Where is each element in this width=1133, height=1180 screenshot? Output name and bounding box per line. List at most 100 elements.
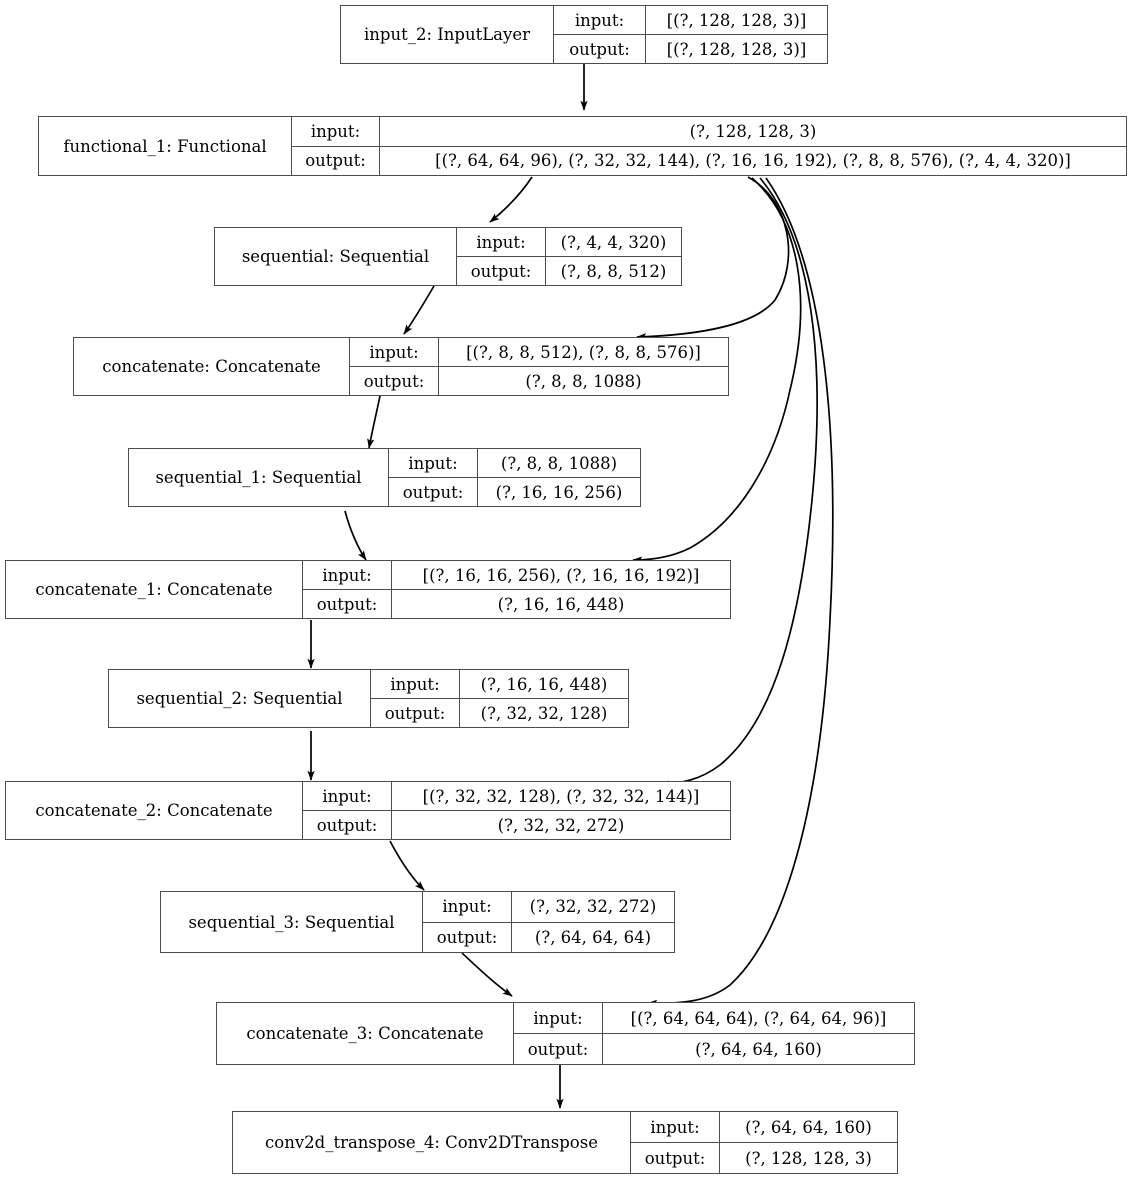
node-concatenate[interactable]: concatenate: Concatenate input: [(?, 8, … xyxy=(73,337,729,396)
node-io-block: input: (?, 32, 32, 272) output: (?, 64, … xyxy=(423,892,674,952)
input-shape: [(?, 16, 16, 256), (?, 16, 16, 192)] xyxy=(422,565,700,585)
input-label: input: xyxy=(371,670,460,698)
output-label: output: xyxy=(423,922,512,952)
output-label: output: xyxy=(554,35,646,63)
node-output-row: output: (?, 64, 64, 64) xyxy=(423,922,674,952)
node-io-block: input: [(?, 32, 32, 128), (?, 32, 32, 14… xyxy=(303,782,730,839)
edge-sequential3-concatenate3 xyxy=(461,952,513,997)
node-input-row: input: [(?, 16, 16, 256), (?, 16, 16, 19… xyxy=(303,561,730,590)
node-sequential[interactable]: sequential: Sequential input: (?, 4, 4, … xyxy=(214,227,682,286)
input-shape: (?, 128, 128, 3) xyxy=(689,121,817,141)
node-output-row: output: (?, 8, 8, 512) xyxy=(457,257,681,285)
output-label: output: xyxy=(303,811,392,839)
output-label: output: xyxy=(631,1143,720,1173)
input-shape: (?, 16, 16, 448) xyxy=(480,674,608,694)
node-io-block: input: (?, 4, 4, 320) output: (?, 8, 8, … xyxy=(457,228,681,285)
node-io-block: input: [(?, 128, 128, 3)] output: [(?, 1… xyxy=(554,6,827,63)
node-input-row: input: [(?, 32, 32, 128), (?, 32, 32, 14… xyxy=(303,782,730,811)
node-input-row: input: (?, 64, 64, 160) xyxy=(631,1112,897,1143)
edge-sequential1-concatenate1 xyxy=(344,510,367,561)
node-output-row: output: [(?, 64, 64, 96), (?, 32, 32, 14… xyxy=(292,146,1126,175)
node-io-block: input: (?, 128, 128, 3) output: [(?, 64,… xyxy=(292,117,1126,175)
node-sequential-3[interactable]: sequential_3: Sequential input: (?, 32, … xyxy=(160,891,675,953)
output-shape: (?, 32, 32, 272) xyxy=(497,815,625,835)
output-shape: (?, 64, 64, 64) xyxy=(534,927,652,947)
node-title: concatenate: Concatenate xyxy=(74,338,350,395)
edge-functional1-concatenate2 xyxy=(659,177,818,788)
node-concatenate-3[interactable]: concatenate_3: Concatenate input: [(?, 6… xyxy=(216,1002,915,1065)
output-label: output: xyxy=(303,590,392,618)
input-label: input: xyxy=(292,117,380,146)
input-label: input: xyxy=(303,782,392,810)
node-output-row: output: [(?, 128, 128, 3)] xyxy=(554,35,827,63)
output-shape: (?, 32, 32, 128) xyxy=(480,703,608,723)
input-shape: (?, 32, 32, 272) xyxy=(529,897,657,917)
input-label: input: xyxy=(303,561,392,589)
input-shape: (?, 8, 8, 1088) xyxy=(500,453,618,473)
output-label: output: xyxy=(514,1034,603,1064)
node-input-row: input: [(?, 128, 128, 3)] xyxy=(554,6,827,35)
output-label: output: xyxy=(371,699,460,727)
node-title: sequential: Sequential xyxy=(215,228,457,285)
node-functional-1[interactable]: functional_1: Functional input: (?, 128,… xyxy=(38,116,1127,176)
node-io-block: input: (?, 8, 8, 1088) output: (?, 16, 1… xyxy=(389,449,640,506)
output-label: output: xyxy=(292,146,380,175)
input-shape: (?, 4, 4, 320) xyxy=(560,232,667,252)
output-shape: (?, 16, 16, 256) xyxy=(495,482,623,502)
node-title: conv2d_transpose_4: Conv2DTranspose xyxy=(233,1112,631,1173)
node-io-block: input: (?, 16, 16, 448) output: (?, 32, … xyxy=(371,670,628,727)
node-output-row: output: (?, 16, 16, 256) xyxy=(389,478,640,506)
node-sequential-1[interactable]: sequential_1: Sequential input: (?, 8, 8… xyxy=(128,448,641,507)
edge-concatenate2-sequential3 xyxy=(389,840,425,891)
output-shape: (?, 128, 128, 3) xyxy=(745,1148,872,1168)
node-title: sequential_3: Sequential xyxy=(161,892,423,952)
output-shape: (?, 16, 16, 448) xyxy=(497,594,625,614)
input-shape: [(?, 64, 64, 64), (?, 64, 64, 96)] xyxy=(630,1008,887,1028)
node-io-block: input: (?, 64, 64, 160) output: (?, 128,… xyxy=(631,1112,897,1173)
node-input-row: input: (?, 32, 32, 272) xyxy=(423,892,674,923)
node-output-row: output: (?, 32, 32, 272) xyxy=(303,811,730,839)
output-label: output: xyxy=(350,367,439,395)
node-output-row: output: (?, 64, 64, 160) xyxy=(514,1034,914,1064)
output-shape: (?, 8, 8, 1088) xyxy=(525,371,642,391)
node-input-row: input: (?, 4, 4, 320) xyxy=(457,228,681,257)
output-shape: (?, 64, 64, 160) xyxy=(695,1039,822,1059)
node-input-row: input: [(?, 64, 64, 64), (?, 64, 64, 96)… xyxy=(514,1003,914,1034)
output-label: output: xyxy=(457,257,546,285)
node-title: concatenate_3: Concatenate xyxy=(217,1003,514,1064)
node-output-row: output: (?, 8, 8, 1088) xyxy=(350,367,728,395)
node-output-row: output: (?, 128, 128, 3) xyxy=(631,1143,897,1173)
edge-concatenate-sequential1 xyxy=(367,395,381,449)
input-label: input: xyxy=(423,892,512,922)
node-input-2[interactable]: input_2: InputLayer input: [(?, 128, 128… xyxy=(340,5,828,64)
node-title: concatenate_2: Concatenate xyxy=(6,782,303,839)
node-title: concatenate_1: Concatenate xyxy=(6,561,303,618)
input-label: input: xyxy=(350,338,439,366)
output-shape: [(?, 64, 64, 96), (?, 32, 32, 144), (?, … xyxy=(435,151,1071,171)
node-io-block: input: [(?, 16, 16, 256), (?, 16, 16, 19… xyxy=(303,561,730,618)
input-label: input: xyxy=(389,449,478,477)
node-concatenate-1[interactable]: concatenate_1: Concatenate input: [(?, 1… xyxy=(5,560,731,619)
node-title: input_2: InputLayer xyxy=(341,6,554,63)
node-io-block: input: [(?, 64, 64, 64), (?, 64, 64, 96)… xyxy=(514,1003,914,1064)
node-input-row: input: (?, 8, 8, 1088) xyxy=(389,449,640,478)
node-concatenate-2[interactable]: concatenate_2: Concatenate input: [(?, 3… xyxy=(5,781,731,840)
input-label: input: xyxy=(554,6,646,34)
output-shape: (?, 8, 8, 512) xyxy=(560,261,667,281)
input-label: input: xyxy=(514,1003,603,1033)
node-output-row: output: (?, 16, 16, 448) xyxy=(303,590,730,618)
node-input-row: input: (?, 16, 16, 448) xyxy=(371,670,628,699)
output-label: output: xyxy=(389,478,478,506)
node-output-row: output: (?, 32, 32, 128) xyxy=(371,699,628,727)
node-sequential-2[interactable]: sequential_2: Sequential input: (?, 16, … xyxy=(108,669,629,728)
node-input-row: input: (?, 128, 128, 3) xyxy=(292,117,1126,147)
input-shape: (?, 64, 64, 160) xyxy=(745,1117,872,1137)
input-shape: [(?, 8, 8, 512), (?, 8, 8, 576)] xyxy=(466,342,701,362)
input-label: input: xyxy=(457,228,546,256)
edge-functional1-sequential xyxy=(489,176,533,223)
input-shape: [(?, 32, 32, 128), (?, 32, 32, 144)] xyxy=(422,786,700,806)
node-title: functional_1: Functional xyxy=(39,117,292,175)
node-conv2d-transpose-4[interactable]: conv2d_transpose_4: Conv2DTranspose inpu… xyxy=(232,1111,898,1174)
node-title: sequential_1: Sequential xyxy=(129,449,389,506)
